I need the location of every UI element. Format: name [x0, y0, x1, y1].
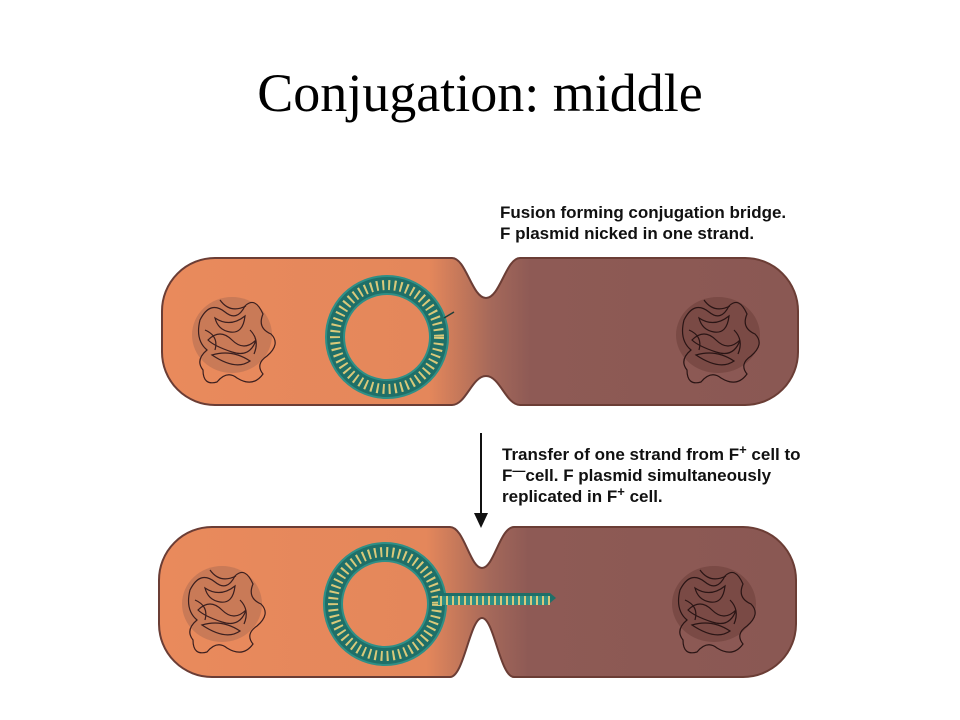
chromosome-left-bottom	[182, 566, 266, 654]
caption-transfer-line2: F—cell. F plasmid simultaneously	[502, 463, 772, 485]
transferred-strand	[438, 593, 556, 605]
caption-transfer: Transfer of one strand from F+ cell to F…	[502, 442, 801, 507]
process-arrow	[474, 433, 488, 528]
caption-transfer-line3: replicated in F+ cell.	[502, 484, 663, 506]
f-plasmid-bottom	[323, 542, 447, 666]
chromosome-right-bottom	[672, 566, 756, 654]
caption-fusion-line2: F plasmid nicked in one strand.	[500, 224, 755, 243]
fused-cells-top	[161, 257, 799, 406]
chromosome-left-top	[192, 297, 276, 384]
caption-fusion: Fusion forming conjugation bridge. F pla…	[500, 202, 786, 244]
caption-fusion-line1: Fusion forming conjugation bridge.	[500, 203, 787, 222]
caption-transfer-line1: Transfer of one strand from F+ cell to	[502, 442, 801, 464]
chromosome-right-top	[676, 297, 760, 384]
cell-pair-fusion	[161, 257, 799, 406]
slide-title: Conjugation: middle	[257, 63, 703, 123]
cell-pair-transfer	[158, 526, 797, 678]
f-plasmid-top	[325, 275, 455, 399]
